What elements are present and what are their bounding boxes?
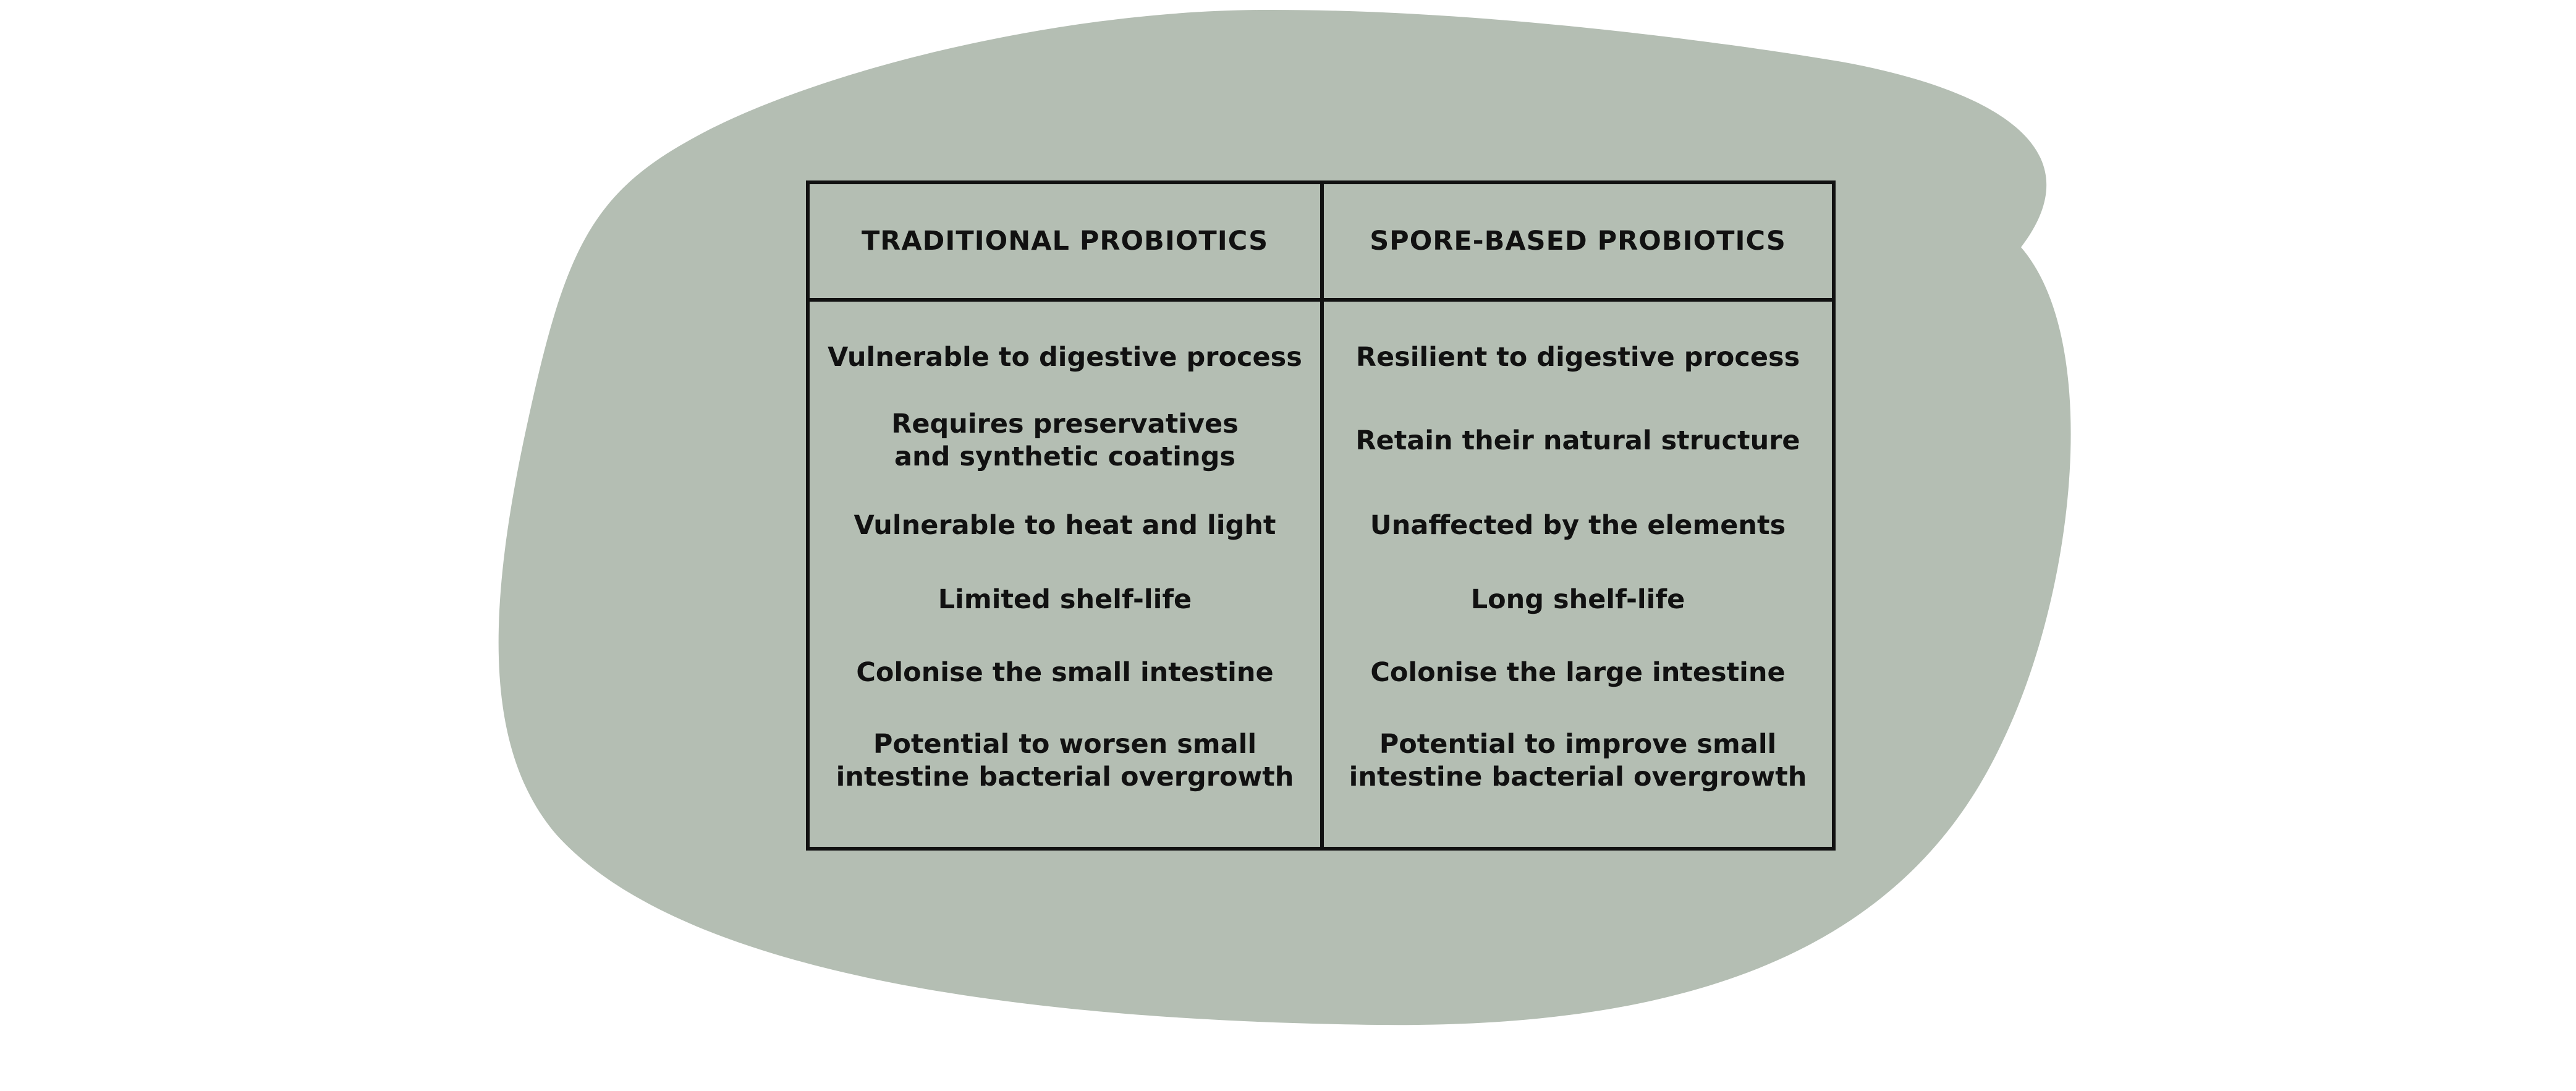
cell-text: Vulnerable to digestive process: [828, 341, 1302, 373]
header-divider: [810, 298, 1832, 302]
cell-text: Limited shelf-life: [938, 584, 1192, 615]
cell-spore-2: Unaffected by the elements: [1324, 490, 1832, 561]
traditional-column: TRADITIONAL PROBIOTICS Vulnerable to dig…: [810, 184, 1320, 847]
cell-text: Colonise the large intestine: [1370, 656, 1786, 688]
cell-traditional-4: Colonise the small intestine: [810, 639, 1320, 707]
cell-spore-0: Resilient to digestive process: [1324, 323, 1832, 391]
cell-text: Potential to improve small intestine bac…: [1349, 728, 1807, 792]
header-traditional: TRADITIONAL PROBIOTICS: [861, 226, 1269, 257]
cell-traditional-1: Requires preservatives and synthetic coa…: [810, 391, 1320, 490]
spore-based-column: SPORE-BASED PROBIOTICS Resilient to dige…: [1324, 184, 1832, 847]
comparison-table: TRADITIONAL PROBIOTICS Vulnerable to dig…: [806, 180, 1836, 851]
cell-text: Colonise the small intestine: [856, 656, 1274, 688]
cell-text: Requires preservatives and synthetic coa…: [891, 409, 1239, 472]
cell-spore-3: Long shelf-life: [1324, 561, 1832, 639]
cell-traditional-2: Vulnerable to heat and light: [810, 490, 1320, 561]
blob-shape: [498, 9, 2071, 1025]
cell-text: Retain their natural structure: [1355, 425, 1800, 456]
cell-text: Potential to worsen small intestine bact…: [836, 728, 1294, 792]
cell-spore-1: Retain their natural structure: [1324, 391, 1832, 490]
cell-spore-5: Potential to improve small intestine bac…: [1324, 707, 1832, 815]
header-spore-based: SPORE-BASED PROBIOTICS: [1370, 226, 1786, 257]
cell-traditional-5: Potential to worsen small intestine bact…: [810, 707, 1320, 815]
cell-text: Unaffected by the elements: [1370, 510, 1786, 541]
cell-spore-4: Colonise the large intestine: [1324, 639, 1832, 707]
cell-traditional-3: Limited shelf-life: [810, 561, 1320, 639]
column-divider: [1320, 184, 1324, 847]
cell-text: Resilient to digestive process: [1355, 341, 1800, 373]
cell-text: Long shelf-life: [1470, 584, 1685, 615]
cell-text: Vulnerable to heat and light: [854, 510, 1276, 541]
cell-traditional-0: Vulnerable to digestive process: [810, 323, 1320, 391]
